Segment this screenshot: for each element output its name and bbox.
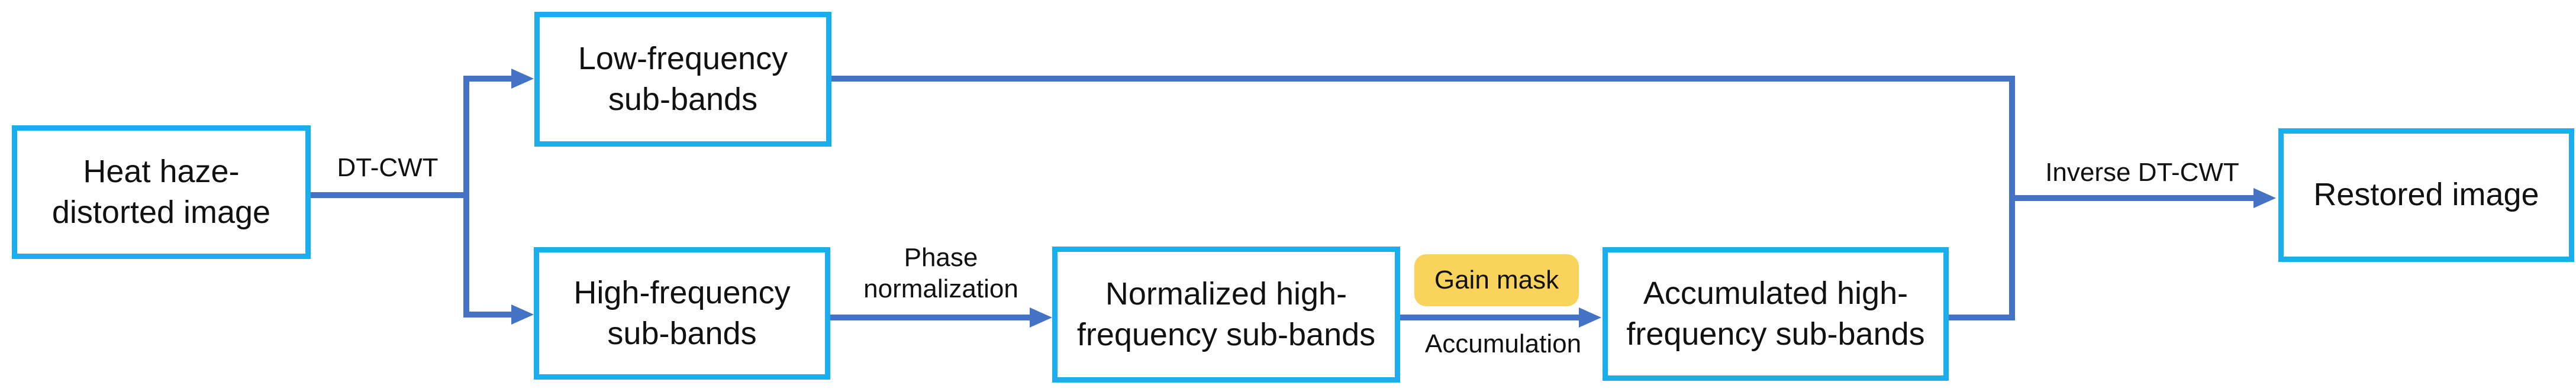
connector-merge-vertical [2009, 76, 2015, 320]
edge-label-phase-normalization: Phase normalization [863, 243, 1018, 303]
arrowhead-into-normalized [1030, 307, 1052, 328]
connector-inverse-dtcwt [2015, 195, 2254, 201]
node-high-frequency-sub-bands: High-frequency sub-bands [534, 247, 830, 380]
connector-accumulation [1400, 315, 1579, 320]
node-low-frequency-sub-bands: Low-frequency sub-bands [534, 12, 831, 147]
node-normalized-high-frequency-sub-bands: Normalized high- frequency sub-bands [1052, 247, 1400, 383]
connector-branch-to-low-frequency [463, 76, 511, 82]
arrowhead-into-accumulated [1579, 307, 1601, 328]
node-label-heat-haze-distorted-image: Heat haze- distorted image [51, 153, 271, 230]
arrowhead-into-low-frequency [511, 69, 534, 89]
arrowhead-into-restored [2253, 188, 2276, 208]
arrowhead-into-high-frequency [511, 304, 534, 325]
connector-accumulated-to-merge [1949, 315, 2009, 320]
node-label-normalized-high-frequency-sub-bands: Normalized high- frequency sub-bands [1076, 276, 1376, 352]
gain-mask-badge: Gain mask [1414, 254, 1579, 306]
node-restored-image: Restored image [2278, 128, 2574, 262]
edge-label-accumulation: Accumulation [1424, 329, 1582, 358]
node-accumulated-high-frequency-sub-bands: Accumulated high- frequency sub-bands [1603, 247, 1949, 381]
connector-input-to-split [311, 192, 469, 198]
connector-phase-normalization [830, 315, 1030, 320]
edge-label-inverse-dt-cwt: Inverse DT-CWT [2045, 158, 2239, 187]
connector-low-frequency-to-merge [831, 76, 2015, 82]
node-label-accumulated-high-frequency-sub-bands: Accumulated high- frequency sub-bands [1626, 275, 1925, 352]
node-label-low-frequency-sub-bands: Low-frequency sub-bands [578, 40, 788, 117]
connector-branch-to-high-frequency [463, 312, 511, 318]
node-heat-haze-distorted-image: Heat haze- distorted image [12, 125, 311, 259]
node-label-restored-image: Restored image [2313, 177, 2539, 213]
node-label-high-frequency-sub-bands: High-frequency sub-bands [573, 274, 791, 351]
connector-split-vertical [463, 76, 469, 318]
edge-label-dt-cwt: DT-CWT [337, 153, 439, 182]
